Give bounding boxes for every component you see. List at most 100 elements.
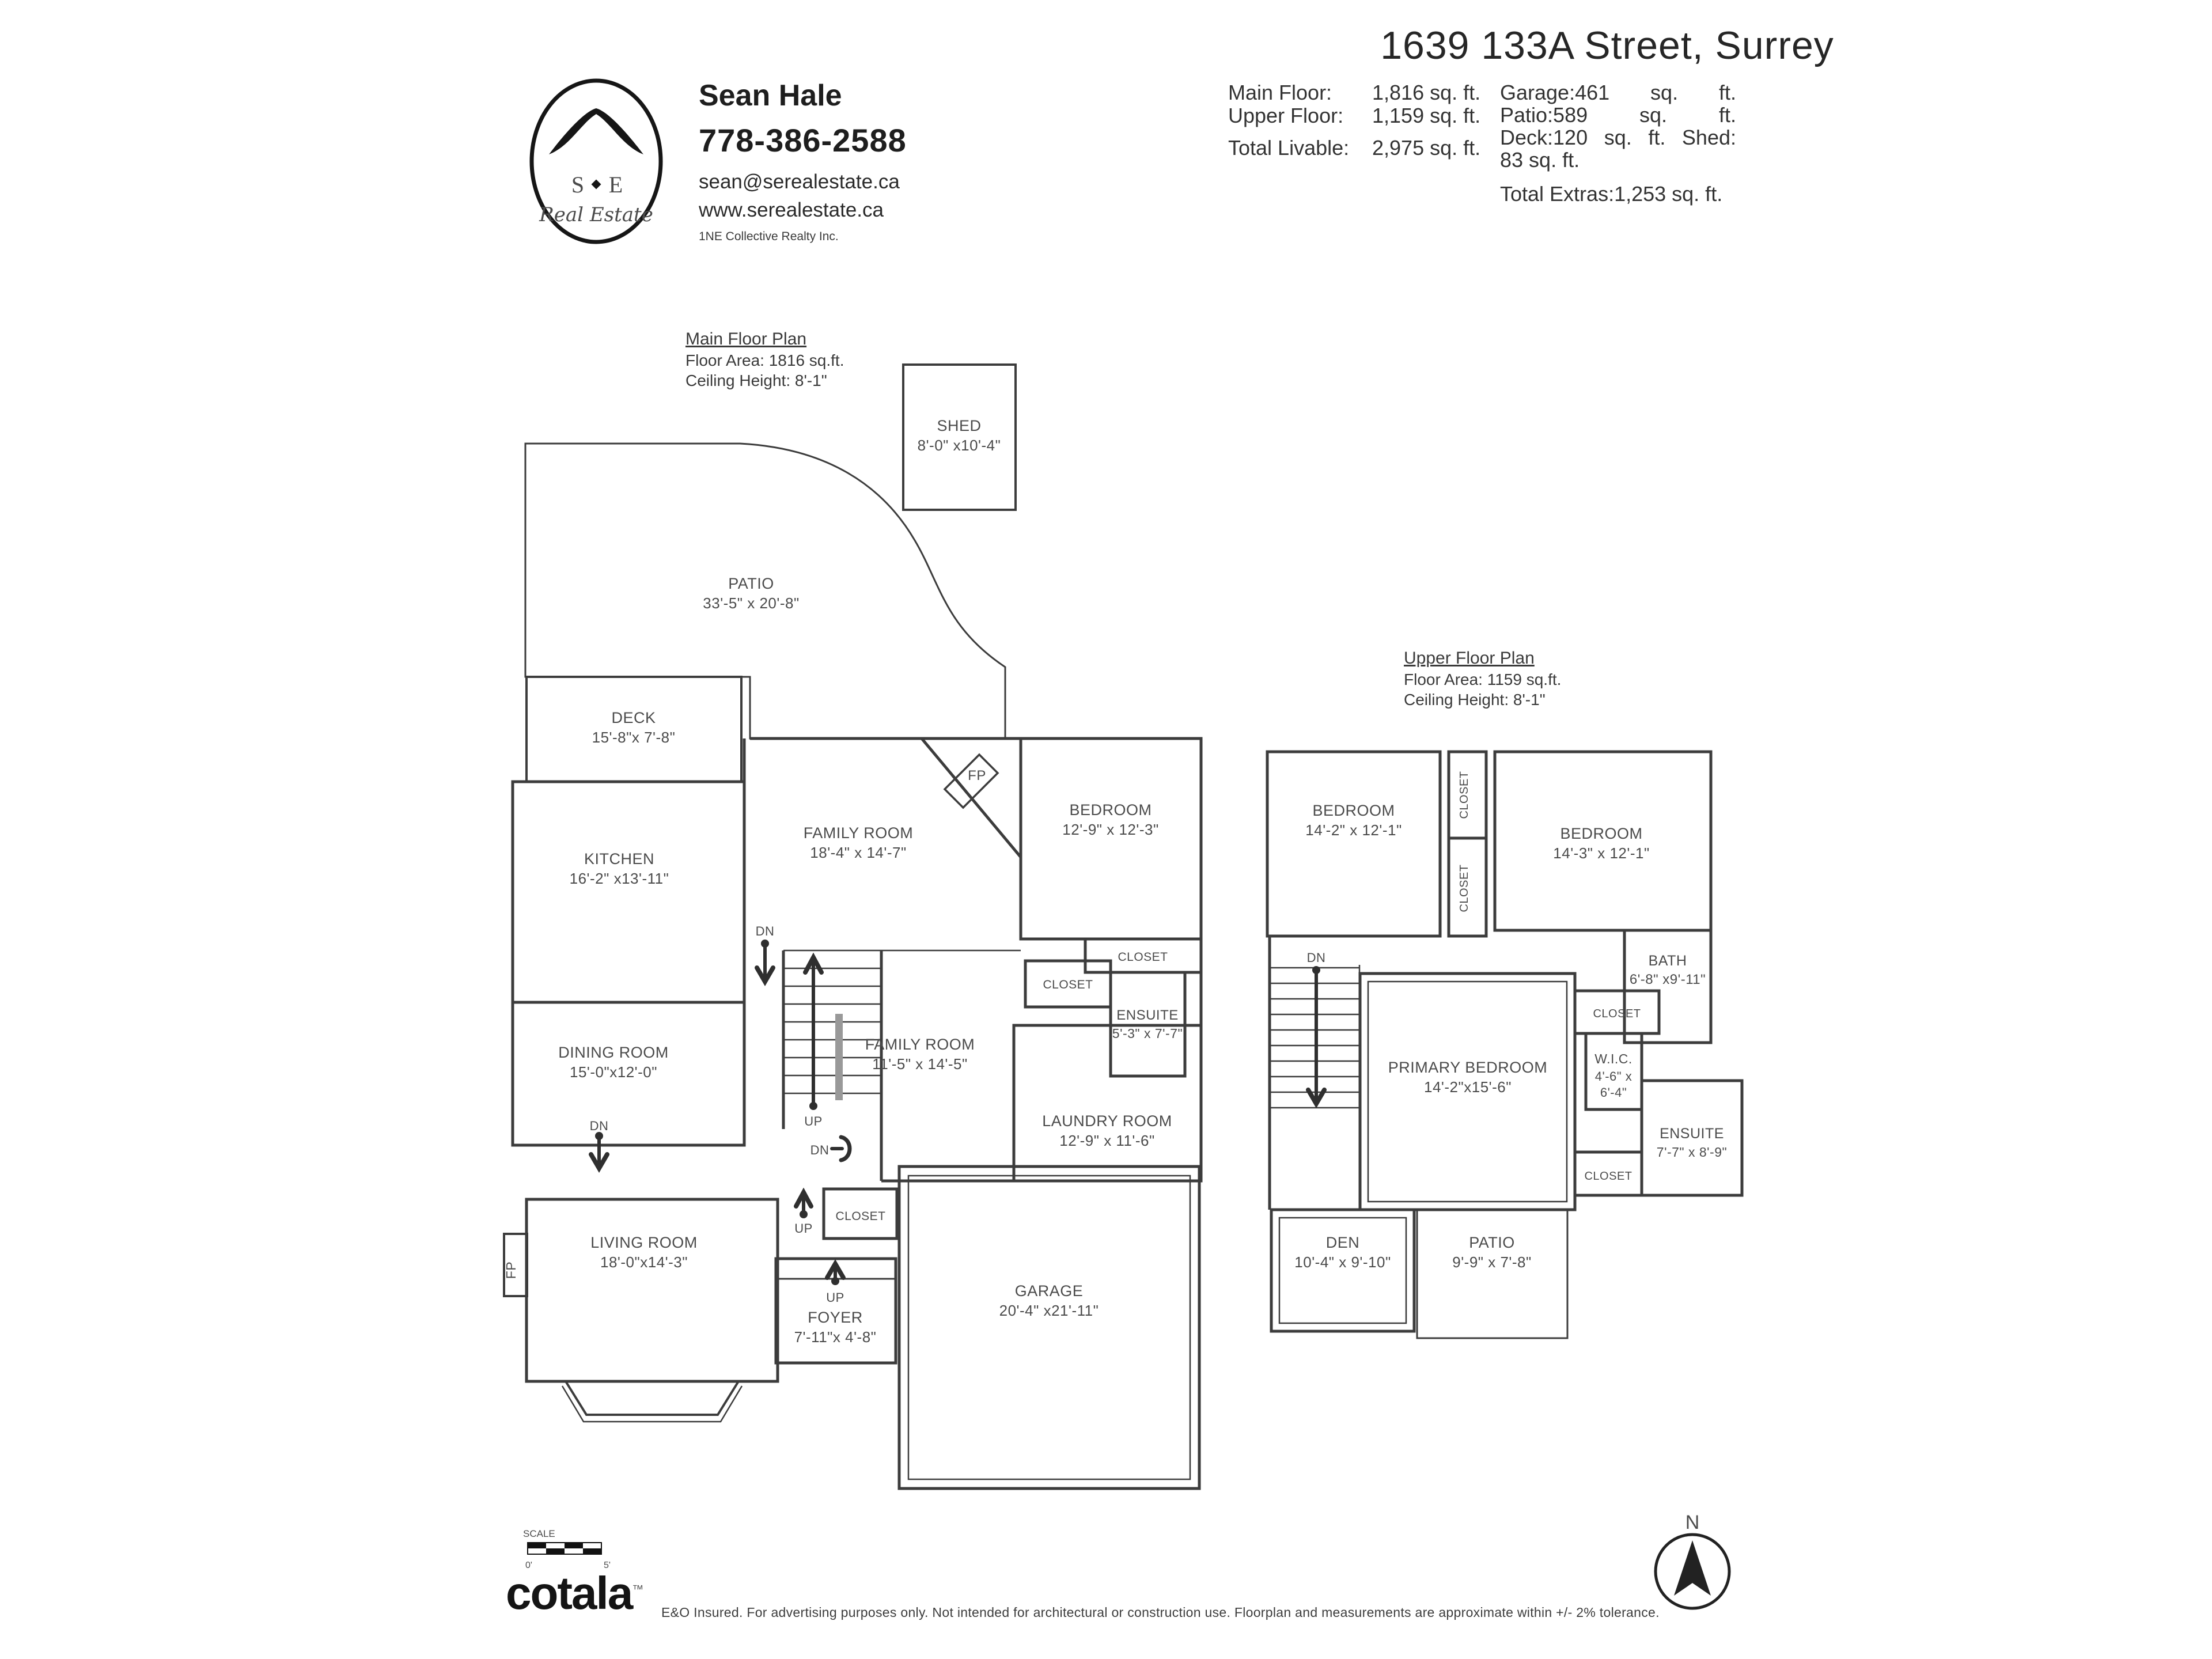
room-label-patio-upper: PATIO [1469, 1234, 1515, 1251]
logo-circle [529, 78, 663, 244]
main-floor-ceiling: Ceiling Height: 8'-1" [685, 371, 827, 389]
shed-outline [902, 363, 1017, 511]
patio-upper-outline [1416, 1209, 1569, 1339]
room-dims-wic-2: 6'-4" [1600, 1085, 1627, 1100]
room-label-ensuite: ENSUITE [1116, 1007, 1179, 1023]
room-dims-dining: 15'-0"x12'-0" [570, 1063, 657, 1081]
foyer-outline [774, 1257, 897, 1365]
stat-total-extras: Total Extras:1,253 sq. ft. [1500, 182, 1723, 206]
room-label-living: LIVING ROOM [590, 1234, 698, 1251]
scale-start: 0' [525, 1560, 532, 1570]
upper-floor-title: Upper Floor Plan [1404, 649, 1535, 668]
stat-main-floor: Main Floor: 1,816 sq. ft. [1228, 81, 1482, 104]
ensuite-upper-outline [1640, 1079, 1744, 1197]
stat-value: 2,975 sq. ft. [1372, 136, 1481, 160]
room-label-bedroom-left: BEDROOM [1312, 802, 1395, 819]
room-label-bedroom: BEDROOM [1069, 801, 1152, 819]
upper-stair-arrow [1306, 966, 1327, 1108]
room-dims-ensuite: 5'-3" x 7'-7" [1112, 1026, 1183, 1041]
bath-outline [1623, 929, 1713, 1044]
closet-bottom-outline [1447, 836, 1488, 938]
bedroom-right-outline [1493, 750, 1713, 932]
property-address: 1639 133A Street, Surrey [1380, 24, 1834, 67]
room-dims-bedroom: 12'-9" x 12'-3" [1062, 821, 1158, 838]
upper-floor-plan: BEDROOM 14'-2" x 12'-1" CLOSET CLOSET BE… [1266, 750, 1744, 1339]
logo-monogram-e: E [609, 172, 623, 198]
stat-part: Shed: [1681, 126, 1736, 149]
room-label-den: DEN [1326, 1234, 1360, 1251]
dn-label: DN [1307, 950, 1326, 965]
compass-circle [1654, 1533, 1731, 1610]
fireplace-label: FP [503, 1262, 518, 1279]
room-dims-patio-upper: 9'-9" x 7'-8" [1452, 1253, 1532, 1271]
stat-part: sq. [1639, 103, 1668, 127]
closet-b-outline [1024, 959, 1112, 1009]
bedroom-left-outline [1266, 750, 1442, 938]
agent-email: sean@serealestate.ca [699, 171, 900, 193]
compass-needle [1674, 1540, 1711, 1596]
room-dims-foyer: 7'-11"x 4'-8" [794, 1328, 877, 1346]
stat-part: sq. [1604, 126, 1632, 149]
main-floor-plan: SHED 8'-0" x10'-4" PATIO 33'-5" x 20'-8"… [503, 363, 1203, 1490]
area-stats-left: Main Floor: 1,816 sq. ft. Upper Floor: 1… [1228, 81, 1482, 160]
fireplace-family-outline [943, 753, 999, 809]
room-label-kitchen: KITCHEN [584, 850, 654, 868]
room-label-bedroom-right: BEDROOM [1560, 825, 1642, 842]
room-label-primary: PRIMARY BEDROOM [1388, 1059, 1548, 1076]
logo-house-glyph [591, 179, 601, 190]
stat-shed-value: 83 sq. ft. [1500, 148, 1580, 172]
logo-roof-icon [549, 108, 643, 154]
room-label-laundry: LAUNDRY ROOM [1042, 1112, 1172, 1130]
area-stats-right: Garage:461 sq. ft. Patio:589 sq. ft. Dec… [1500, 81, 1736, 206]
hall-closet-outline [822, 1187, 899, 1240]
room-label-family1: FAMILY ROOM [804, 824, 914, 842]
room-label-foyer: FOYER [808, 1309, 863, 1326]
scale-label: SCALE [523, 1528, 555, 1539]
room-dims-bedroom-left: 14'-2" x 12'-1" [1305, 821, 1402, 839]
stat-garage: Garage:461 sq. ft. [1500, 81, 1736, 104]
den-inner [1278, 1217, 1407, 1324]
stat-label: Upper Floor: [1228, 104, 1344, 127]
room-dims-wic-1: 4'-6" x [1595, 1069, 1632, 1084]
closet-label: CLOSET [1043, 978, 1093, 991]
dn-label: DN [756, 924, 775, 938]
room-label-dining: DINING ROOM [558, 1044, 669, 1061]
up-label: UP [804, 1114, 823, 1128]
stair-arrows [589, 940, 852, 1285]
garage-inner [907, 1175, 1191, 1480]
hall-closet-bottom-outline [1573, 1150, 1643, 1197]
stat-deck-shed: Deck:120 sq. ft. Shed: [1500, 126, 1736, 149]
compass-north-label: N [1685, 1512, 1700, 1533]
fireplace-left-outline [503, 1233, 528, 1297]
compass-rose: N [1654, 1512, 1731, 1610]
bedroom-outline [1019, 737, 1203, 941]
cotala-logo: cotala™ [506, 1570, 643, 1616]
room-dims-primary: 14'-2"x15'-6" [1424, 1078, 1512, 1096]
agent-name: Sean Hale [699, 79, 842, 112]
room-dims-family2: 11'-5" x 14'-5" [872, 1055, 967, 1073]
agent-card: Sean Hale 778-386-2588 sean@serealestate… [699, 81, 907, 243]
cotala-tm: ™ [632, 1583, 643, 1596]
closet-label: CLOSET [1584, 1170, 1632, 1183]
room-label-patio: PATIO [728, 575, 774, 592]
bay-window-inner [561, 1385, 743, 1423]
dn-label: DN [590, 1119, 609, 1133]
agent-website: www.serealestate.ca [699, 199, 884, 221]
garage-outline [897, 1165, 1201, 1490]
room-dims-kitchen: 16'-2" x13'-11" [570, 870, 669, 887]
closet-label: CLOSET [1458, 864, 1471, 912]
upper-floor-area: Floor Area: 1159 sq.ft. [1404, 670, 1562, 688]
closet-label: CLOSET [1458, 771, 1471, 819]
scale-checker [527, 1542, 602, 1555]
stat-part: Patio:589 [1500, 103, 1588, 127]
stairs-treads [783, 967, 881, 1094]
room-dims-deck: 15'-8"x 7'-8" [592, 729, 676, 746]
room-dims-shed: 8'-0" x10'-4" [918, 437, 1001, 454]
up-label: UP [794, 1221, 813, 1236]
room-dims-laundry: 12'-9" x 11'-6" [1059, 1132, 1154, 1149]
room-dims-bath: 6'-8" x9'-11" [1630, 972, 1706, 987]
main-floor-area: Floor Area: 1816 sq.ft. [685, 351, 844, 369]
main-floor-walls [503, 363, 1203, 1490]
room-dims-ensuite-upper: 7'-7" x 8'-9" [1657, 1145, 1727, 1160]
